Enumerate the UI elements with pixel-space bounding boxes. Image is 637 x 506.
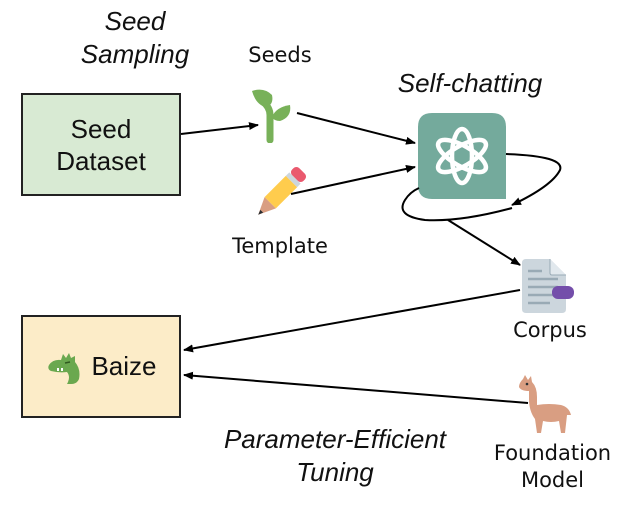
dragon-icon	[48, 352, 80, 384]
arrow-foundation-to-baize	[183, 371, 529, 404]
seed-sampling-line2: Sampling	[80, 39, 190, 69]
template-label: Template	[232, 234, 328, 258]
pencil-icon	[258, 166, 307, 215]
arrow-corpus-to-baize	[183, 289, 521, 353]
peft-line2: Tuning	[296, 457, 374, 487]
arrow-template-to-chatgpt	[290, 165, 416, 195]
seed-dataset-line1: Seed	[70, 113, 132, 144]
arrow-seeds-to-chatgpt	[296, 112, 416, 145]
arrow-seed-dataset-to-seeds	[180, 122, 259, 135]
self-chatting-loop-back	[401, 187, 513, 222]
foundation-line2: Model	[520, 468, 585, 492]
document-icon	[522, 259, 574, 313]
seed-dataset-node: Seed Dataset	[21, 93, 181, 196]
corpus-label: Corpus	[513, 318, 587, 342]
foundation-line1: Foundation	[493, 441, 612, 465]
llama-icon	[519, 375, 571, 433]
baize-node: Baize	[21, 315, 181, 418]
seedling-icon	[252, 89, 291, 143]
self-chatting-label: Self-chatting	[397, 68, 543, 98]
seed-sampling-line1: Seed	[104, 6, 166, 36]
baize-label: Baize	[91, 351, 157, 381]
arrow-self-chatting-loop	[505, 153, 562, 206]
seeds-label: Seeds	[248, 43, 312, 67]
seed-dataset-line2: Dataset	[56, 145, 146, 176]
peft-line1: Parameter-Efficient	[223, 424, 447, 454]
arrow-chatgpt-to-corpus	[447, 219, 521, 266]
chatgpt-logo-icon	[418, 113, 506, 199]
seed-sampling-label: Seed Sampling	[60, 5, 210, 71]
foundation-model-label: Foundation Model	[470, 440, 635, 494]
peft-label: Parameter-Efficient Tuning	[190, 423, 480, 489]
